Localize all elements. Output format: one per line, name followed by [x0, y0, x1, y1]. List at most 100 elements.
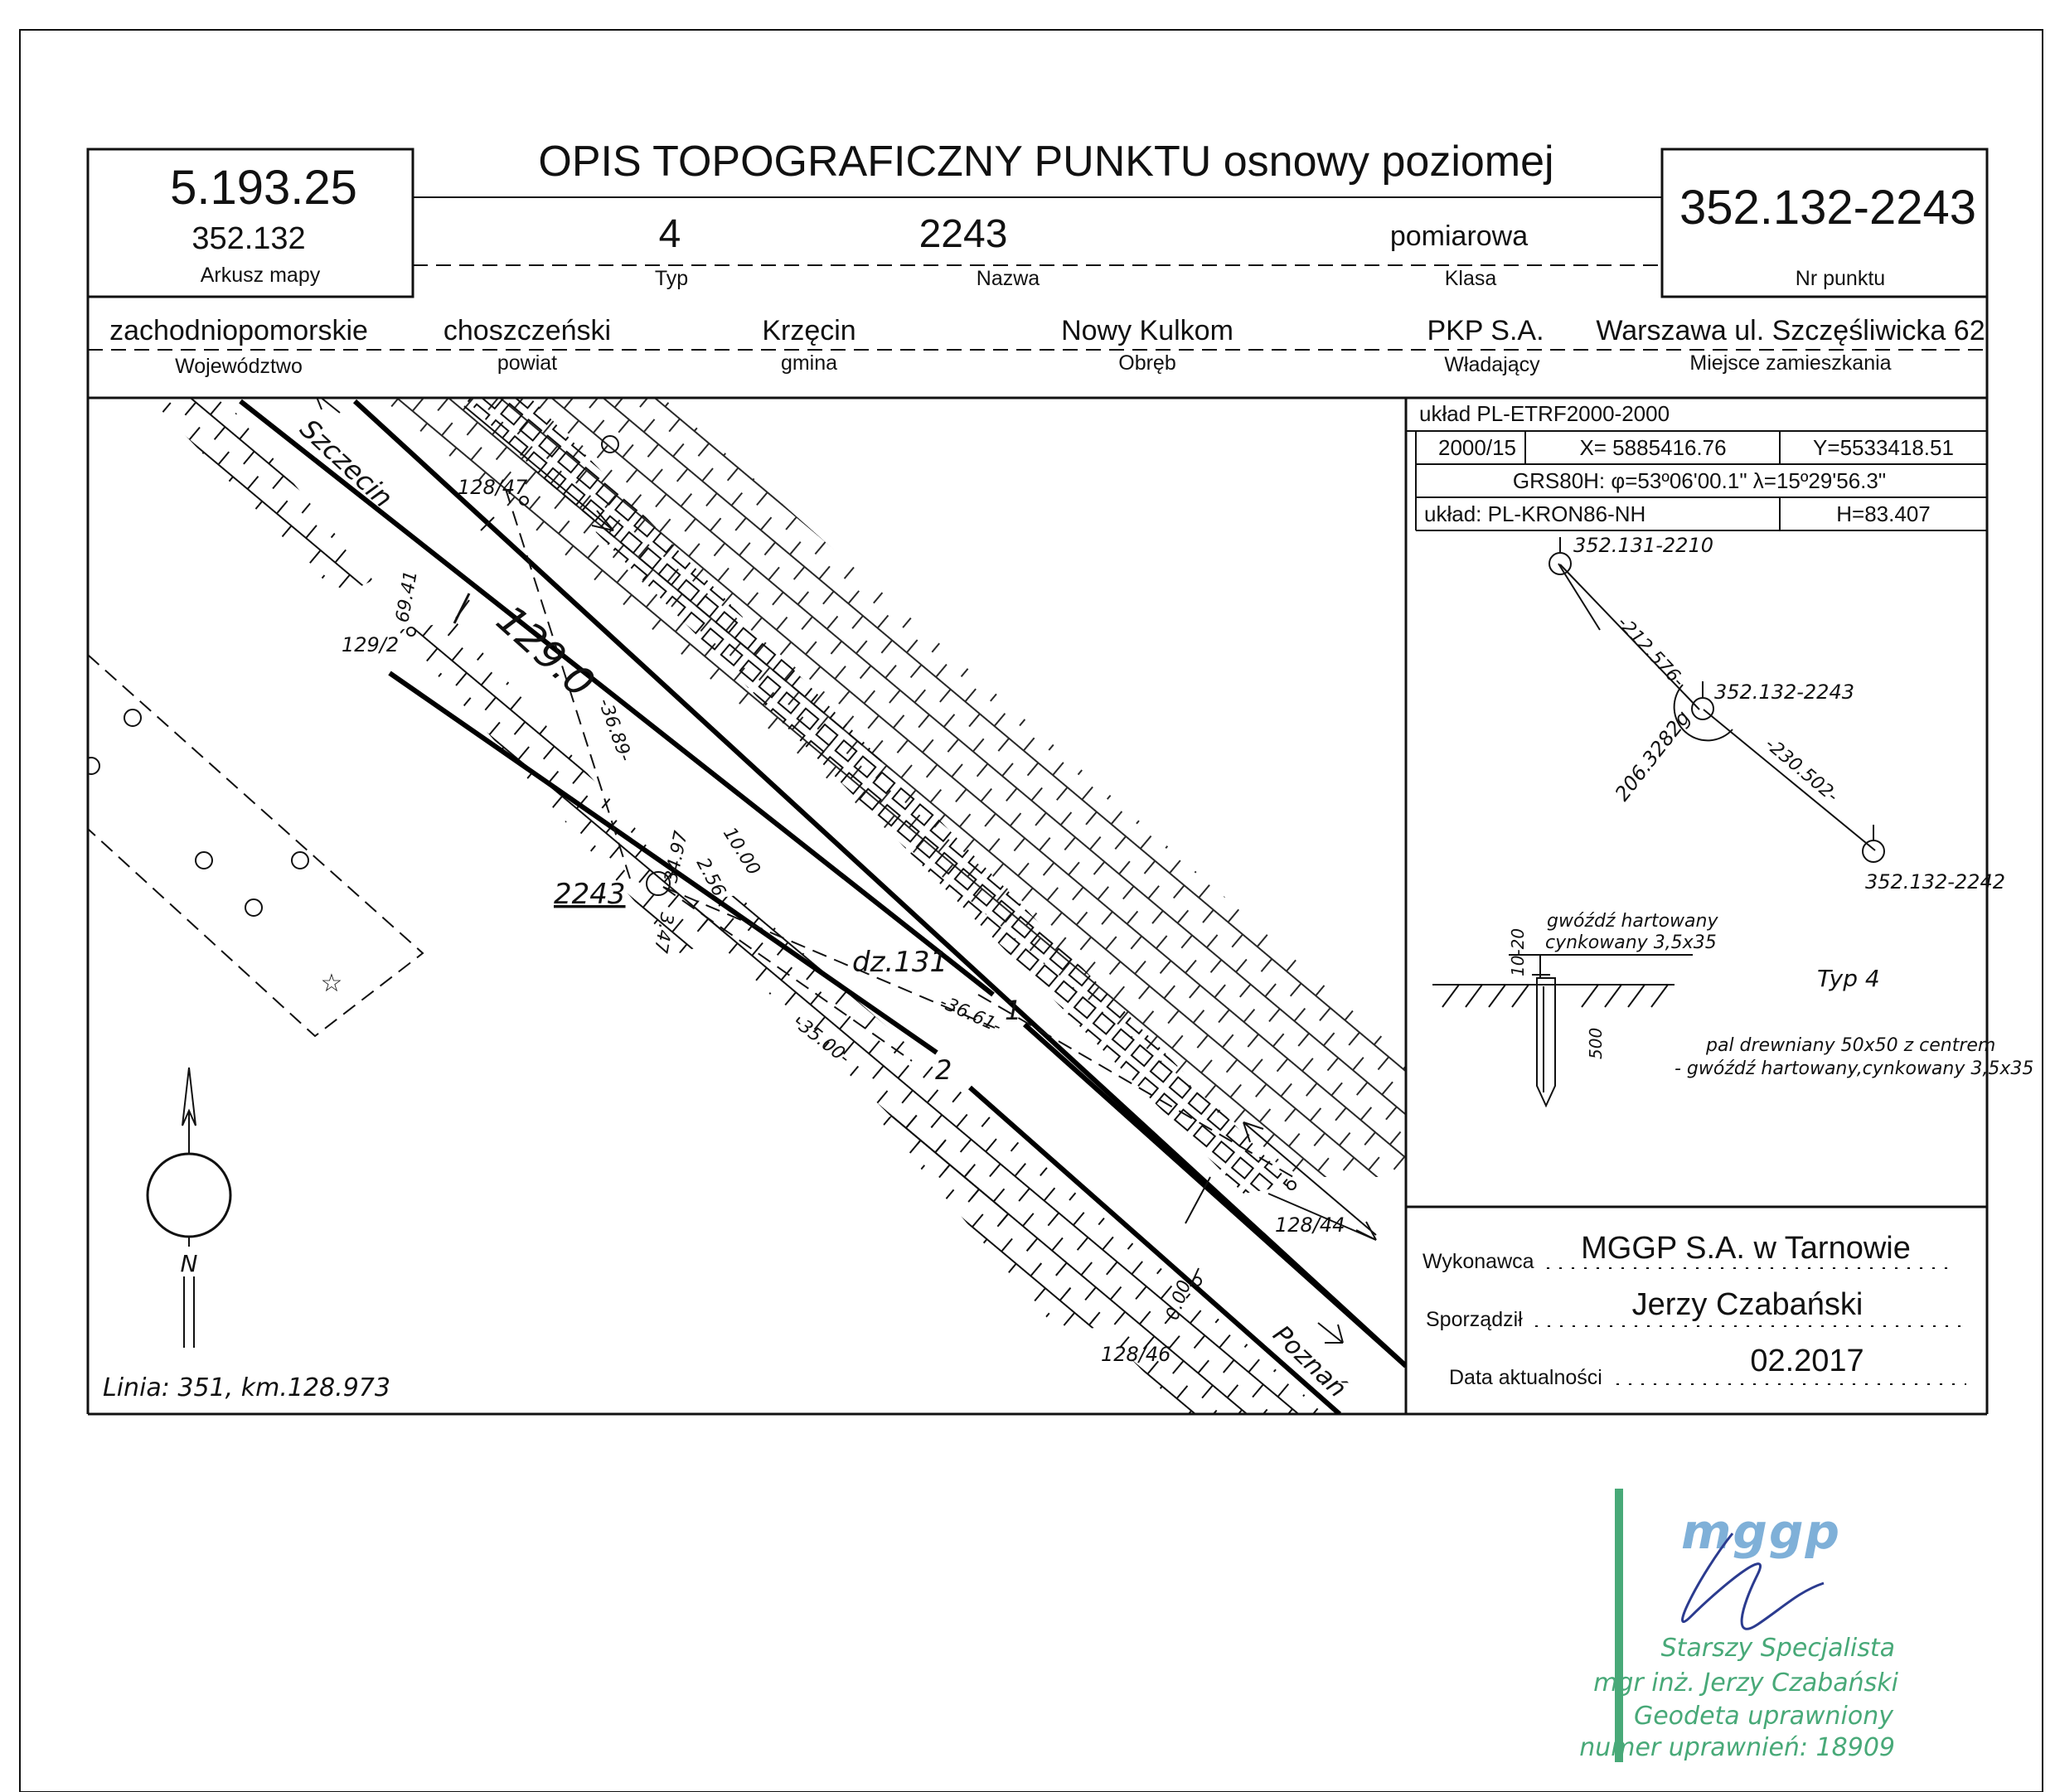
admin-section: zachodniopomorskie Województwo choszczeń…	[88, 315, 1987, 400]
wooden-post	[1536, 977, 1556, 1108]
point-number: 352.132-2243	[1679, 181, 1976, 235]
type-value: 4	[659, 212, 681, 256]
post-text-1: pal drewniany 50x50 z centrem	[1705, 1035, 1995, 1056]
type-label: Typ	[655, 267, 688, 290]
class-label: Klasa	[1445, 267, 1497, 290]
wojewodztwo-label: Województwo	[175, 355, 303, 378]
network-point-b	[1862, 840, 1885, 863]
track-1-upper	[239, 399, 995, 997]
network-label-a: 352.131-2210	[1573, 534, 1713, 557]
sporzadzil-label: Sporządził	[1426, 1308, 1523, 1331]
dist-3661: -36.61-	[937, 992, 1005, 1038]
hatch-lower-small	[879, 1111, 1103, 1334]
hatch-left	[149, 398, 373, 597]
measure-3661	[662, 886, 996, 1029]
nail-text-2: cynkowany 3,5x35	[1545, 932, 1717, 953]
coord-x: X= 5885416.76	[1579, 435, 1726, 460]
coord-y: Y=5533418.51	[1813, 435, 1954, 460]
coord-system: układ PL-ETRF2000-2000	[1419, 401, 1670, 426]
network-dist-b: -230.502-	[1761, 734, 1842, 806]
wladajacy-label: Władający	[1444, 353, 1540, 376]
stamp-line4: numer uprawnień: 18909	[1579, 1733, 1895, 1762]
label-128-46: 128/46	[1101, 1343, 1170, 1366]
coord-zone: 2000/15	[1438, 435, 1516, 460]
depth-large: 500	[1586, 1028, 1606, 1059]
depth-small: 10-20	[1508, 928, 1528, 976]
measure-3500	[662, 886, 913, 1062]
network-label-center: 352.132-2243	[1714, 680, 1854, 704]
network-point-a	[1549, 552, 1572, 575]
label-track-1: 1	[1005, 995, 1021, 1026]
name-label: Nazwa	[977, 267, 1040, 290]
gmina-label: gmina	[781, 351, 837, 375]
header-section: OPIS TOPOGRAFICZNY PUNKTU osnowy poziome…	[86, 138, 1989, 1414]
dist-256: 2.56	[692, 855, 729, 900]
wladajacy: PKP S.A.	[1427, 315, 1544, 346]
powiat: choszczeński	[443, 315, 611, 346]
data-value: 02.2017	[1750, 1344, 1864, 1378]
powiat-label: powiat	[497, 351, 557, 375]
class-value: pomiarowa	[1390, 220, 1528, 252]
map-area: ☆ Szczecin Poznań 129.0	[88, 398, 1406, 1414]
wojewodztwo: zachodniopomorskie	[109, 315, 368, 346]
obreb-label: Obręb	[1118, 351, 1175, 375]
nail-text-1: gwóźdź hartowany	[1547, 911, 1718, 932]
track-outer	[352, 399, 1406, 1368]
height-value: H=83.407	[1836, 501, 1930, 526]
sporzadzil: Jerzy Czabański	[1632, 1287, 1864, 1322]
mark-detail: gwóźdź hartowany cynkowany 3,5x35 10-20 …	[1432, 911, 2033, 1108]
coordinate-table: układ PL-ETRF2000-2000 2000/15 X= 588541…	[1405, 401, 1987, 531]
name-value: 2243	[919, 212, 1008, 256]
label-line-info: Linia: 351, km.128.973	[103, 1373, 390, 1402]
dist-3497: 34.97	[661, 829, 692, 884]
network-label-b: 352.132-2242	[1865, 870, 2005, 894]
hatch-mid-left	[398, 622, 729, 953]
page-title: OPIS TOPOGRAFICZNY PUNKTU osnowy poziome…	[538, 138, 1553, 186]
network-point-center	[1691, 697, 1714, 720]
track-2-upper	[388, 671, 938, 1055]
wykonawca-label: Wykonawca	[1423, 1250, 1534, 1273]
parcel-boundary-left	[88, 653, 424, 1038]
label-parcel: dz.131	[852, 946, 948, 979]
wykonawca: MGGP S.A. w Tarnowie	[1581, 1231, 1911, 1266]
network-angle: 206.3282g	[1611, 706, 1695, 805]
network-sketch: 352.131-2210 352.132-2243 352.132-2242 -…	[1549, 534, 2005, 894]
point-number-box	[1660, 148, 1989, 298]
label-128-47: 128/47	[458, 476, 528, 499]
north-label: N	[181, 1250, 198, 1277]
stamp-line1: Starszy Specjalista	[1661, 1634, 1895, 1663]
stamp-line2: mgr inż. Jerzy Czabański	[1593, 1668, 1899, 1698]
height-system: układ: PL-KRON86-NH	[1424, 501, 1645, 526]
stamp: mggp Starszy Specjalista mgr inż. Jerzy …	[1579, 1489, 1899, 1762]
label-129-2: 129/2	[342, 633, 399, 656]
star-symbol: ☆	[321, 970, 343, 997]
label-128-44: 128/44	[1275, 1213, 1345, 1237]
dist-1000: 10.00	[719, 824, 764, 879]
obreb: Nowy Kulkom	[1061, 315, 1233, 346]
data-label: Data aktualności	[1449, 1366, 1602, 1389]
sheet-label: Arkusz mapy	[201, 264, 321, 287]
mark-type: Typ 4	[1817, 965, 1880, 992]
miejsce-label: Miejsce zamieszkania	[1689, 351, 1891, 375]
dist-6941: 69.41	[392, 569, 422, 624]
point-label: Nr punktu	[1796, 267, 1885, 290]
hatch-track-upper	[464, 398, 1293, 1194]
outer-frame	[19, 29, 2043, 1792]
label-point: 2243	[554, 878, 626, 911]
stamp-line3: Geodeta uprawniony	[1634, 1702, 1894, 1731]
miejsce: Warszawa ul. Szczęśliwicka 62	[1596, 315, 1985, 346]
sheet-box	[86, 148, 414, 298]
coord-grs: GRS80H: φ=53º06'00.1" λ=15º29'56.3"	[1513, 468, 1886, 493]
label-track-2: 2	[935, 1054, 952, 1086]
sheet-number: 5.193.25	[170, 161, 357, 215]
footer-section: Wykonawca MGGP S.A. w Tarnowie Sporządzi…	[1406, 1205, 1987, 1389]
post-text-2: - gwóźdź hartowany,cynkowany 3,5x35	[1675, 1058, 2033, 1079]
track-2-lower	[968, 1085, 1341, 1414]
survey-point-2243	[646, 871, 671, 896]
gmina: Krzęcin	[762, 315, 855, 346]
stamp-logo: mggp	[1681, 1504, 1841, 1560]
sheet-sub: 352.132	[191, 221, 305, 256]
hatch-lower	[680, 895, 1326, 1414]
network-dist-a: -212.576-	[1613, 613, 1689, 691]
